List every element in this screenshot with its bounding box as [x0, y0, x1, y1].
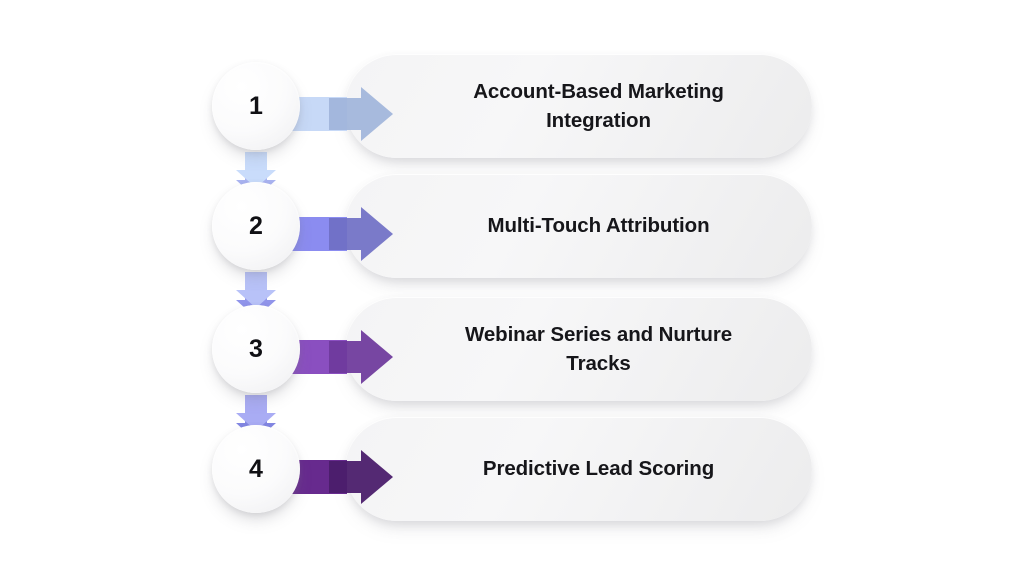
- step-label: Account-Based Marketing Integration: [473, 79, 724, 132]
- step-row: Predictive Lead Scoring 4: [0, 417, 1024, 537]
- step-card[interactable]: Webinar Series and Nurture Tracks: [345, 297, 812, 401]
- connector-down-arrow-icon: [236, 272, 276, 318]
- step-number-circle[interactable]: 3: [212, 305, 300, 393]
- step-card[interactable]: Account-Based Marketing Integration: [345, 54, 812, 158]
- step-label: Webinar Series and Nurture Tracks: [464, 322, 732, 375]
- step-number: 3: [249, 334, 263, 363]
- step-number: 2: [249, 211, 263, 240]
- step-number: 1: [249, 91, 263, 120]
- step-number-circle[interactable]: 1: [212, 62, 300, 150]
- step-label: Multi-Touch Attribution: [487, 214, 710, 238]
- arrow-right-icon: [289, 207, 393, 261]
- arrow-right-icon: [289, 330, 393, 384]
- arrow-right-icon: [289, 450, 393, 504]
- step-row: Multi-Touch Attribution 2: [0, 174, 1024, 318]
- step-card[interactable]: Predictive Lead Scoring: [345, 417, 812, 521]
- step-number-circle[interactable]: 2: [212, 182, 300, 270]
- step-number: 4: [249, 454, 263, 483]
- step-row: Account-Based Marketing Integration 1: [0, 54, 1024, 198]
- step-label: Predictive Lead Scoring: [482, 457, 715, 481]
- step-card[interactable]: Multi-Touch Attribution: [345, 174, 812, 278]
- step-number-circle[interactable]: 4: [212, 425, 300, 513]
- arrow-right-icon: [289, 87, 393, 141]
- step-row: Webinar Series and Nurture Tracks 3: [0, 297, 1024, 441]
